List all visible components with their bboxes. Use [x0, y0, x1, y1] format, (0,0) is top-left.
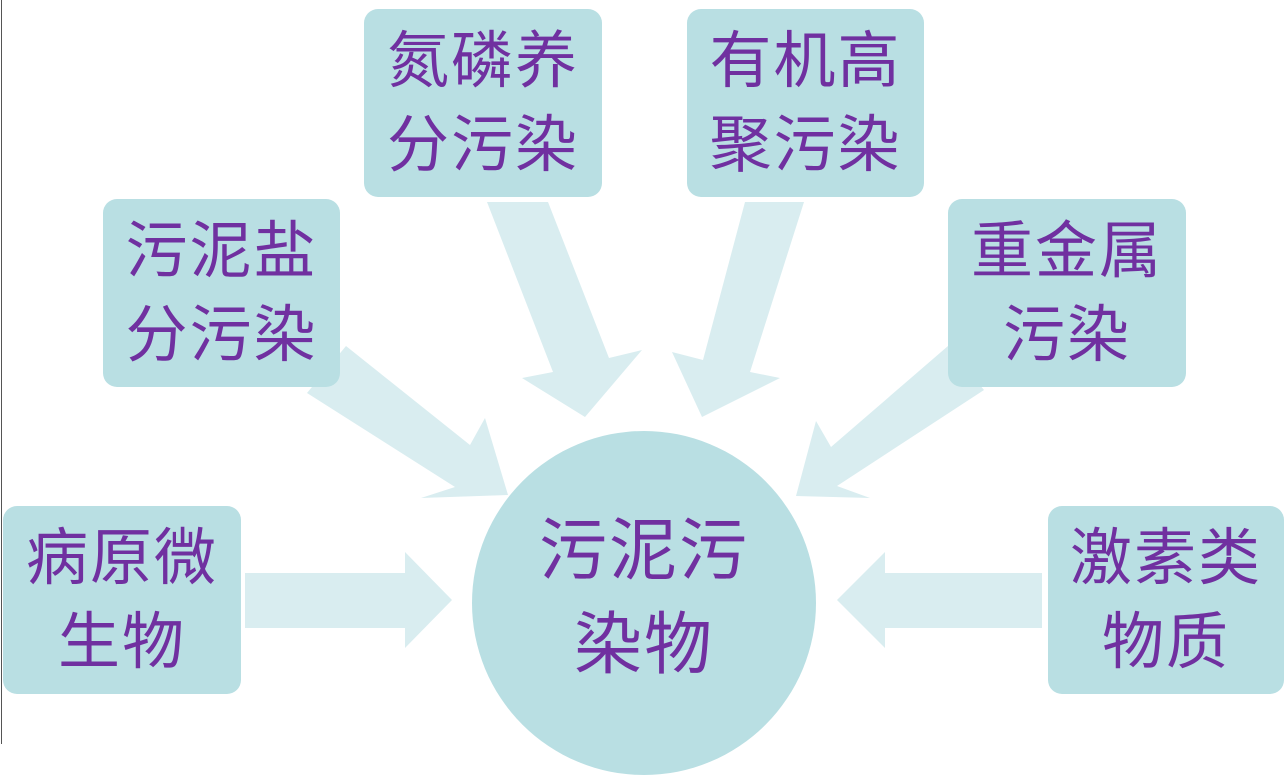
center-label: 污泥污 染物 [538, 512, 749, 685]
arrow-organic-polymer [672, 202, 804, 417]
box-sludge-salt: 污泥盐 分污染 [103, 199, 340, 387]
label-hormone: 激素类 物质 [1069, 521, 1262, 678]
label-heavy-metal: 重金属 污染 [970, 214, 1163, 371]
box-hormone: 激素类 物质 [1048, 506, 1284, 694]
arrows-layer [245, 202, 1042, 648]
arrow-heavy-metal [796, 346, 984, 498]
box-organic-polymer: 有机高 聚污染 [687, 9, 924, 197]
box-heavy-metal: 重金属 污染 [948, 199, 1186, 387]
label-nitrogen-phosphorus: 氮磷养 分污染 [386, 24, 579, 181]
box-nitrogen-phosphorus: 氮磷养 分污染 [364, 9, 602, 197]
center-circle: 污泥污 染物 [472, 431, 816, 775]
box-pathogen: 病原微 生物 [3, 506, 241, 694]
label-organic-polymer: 有机高 聚污染 [709, 24, 902, 181]
arrow-pathogen [245, 552, 452, 648]
label-pathogen: 病原微 生物 [25, 521, 218, 678]
arrow-nitrogen-phosphorus [487, 202, 642, 417]
label-sludge-salt: 污泥盐 分污染 [125, 214, 318, 371]
arrow-sludge-salt [307, 346, 508, 498]
left-border-line [1, 0, 2, 744]
arrow-hormone [837, 552, 1042, 648]
